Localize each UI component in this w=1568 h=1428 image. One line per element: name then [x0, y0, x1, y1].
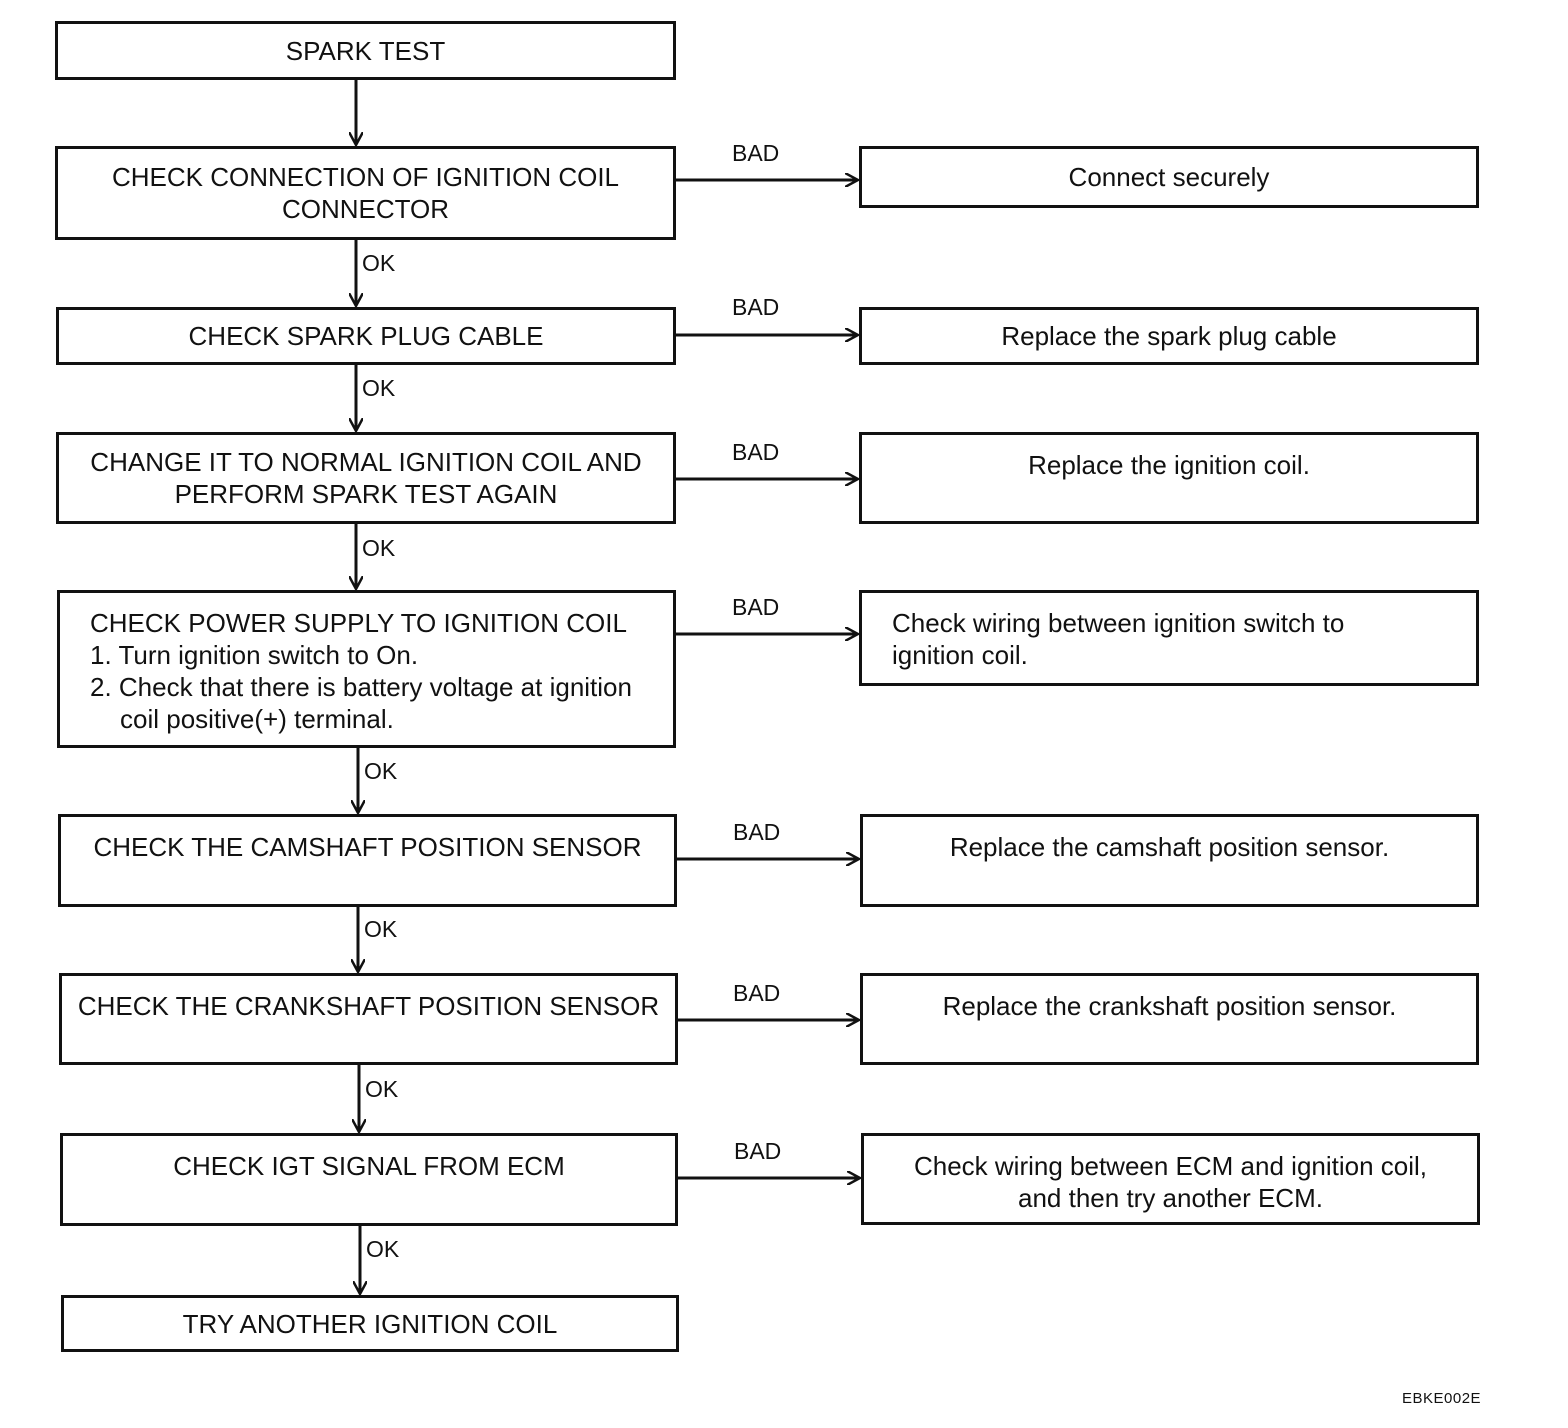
remedy-text: Replace the crankshaft position sensor. — [942, 991, 1397, 1021]
step-check-camshaft-sensor: CHECK THE CAMSHAFT POSITION SENSOR — [58, 814, 677, 907]
remedy-replace-coil: Replace the ignition coil. — [859, 432, 1479, 524]
step-try-another-coil: TRY ANOTHER IGNITION COIL — [61, 1295, 679, 1352]
step-change-ignition-coil: CHANGE IT TO NORMAL IGNITION COIL AND PE… — [56, 432, 676, 524]
step-text: CHANGE IT TO NORMAL IGNITION COIL AND — [90, 447, 642, 477]
ok-label: OK — [362, 250, 396, 276]
bad-label: BAD — [732, 140, 780, 166]
step-text: CHECK SPARK PLUG CABLE — [188, 321, 544, 351]
bad-label: BAD — [734, 1138, 782, 1164]
remedy-replace-cable: Replace the spark plug cable — [859, 307, 1479, 365]
ok-label: OK — [364, 916, 398, 942]
step-text: TRY ANOTHER IGNITION COIL — [182, 1308, 558, 1339]
step-check-connection: CHECK CONNECTION OF IGNITION COIL CONNEC… — [55, 146, 676, 240]
remedy-text: Check wiring between ECM and ignition co… — [913, 1151, 1428, 1181]
bad-label: BAD — [732, 439, 780, 465]
step-text: PERFORM SPARK TEST AGAIN — [174, 479, 558, 509]
step-substep-2: 2. Check that there is battery voltage a… — [90, 672, 632, 702]
step-check-spark-plug-cable: CHECK SPARK PLUG CABLE — [56, 307, 676, 365]
step-text: CHECK THE CAMSHAFT POSITION SENSOR — [93, 832, 642, 862]
step-check-igt-signal: CHECK IGT SIGNAL FROM ECM — [60, 1133, 678, 1226]
figure-code: EBKE002E — [1402, 1390, 1482, 1407]
remedy-connect-securely: Connect securely — [859, 146, 1479, 208]
remedy-replace-camshaft-sensor: Replace the camshaft position sensor. — [860, 814, 1479, 907]
step-substep-1: 1. Turn ignition switch to On. — [90, 640, 419, 670]
bad-label: BAD — [733, 980, 781, 1006]
ok-label: OK — [365, 1076, 399, 1102]
bad-label: BAD — [733, 819, 781, 845]
step-text: CHECK CONNECTION OF IGNITION COIL — [111, 162, 620, 192]
remedy-check-ecm-wiring: Check wiring between ECM and ignition co… — [861, 1133, 1480, 1225]
step-text: CHECK THE CRANKSHAFT POSITION SENSOR — [77, 991, 660, 1021]
remedy-text: ignition coil. — [892, 640, 1028, 670]
ok-label: OK — [364, 758, 398, 784]
step-check-power-supply: CHECK POWER SUPPLY TO IGNITION COIL 1. T… — [57, 590, 676, 748]
remedy-text: Replace the spark plug cable — [1001, 321, 1337, 351]
remedy-check-switch-wiring: Check wiring between ignition switch to … — [859, 590, 1479, 686]
step-substep-2-cont: coil positive(+) terminal. — [120, 704, 394, 734]
step-text: CONNECTOR — [281, 194, 450, 224]
ok-label: OK — [366, 1236, 400, 1262]
step-check-crankshaft-sensor: CHECK THE CRANKSHAFT POSITION SENSOR — [59, 973, 678, 1065]
remedy-text: and then try another ECM. — [1018, 1183, 1323, 1213]
remedy-text: Replace the camshaft position sensor. — [949, 832, 1390, 862]
ok-label: OK — [362, 535, 396, 561]
bad-label: BAD — [732, 294, 780, 320]
remedy-text: Replace the ignition coil. — [1028, 450, 1310, 480]
step-text: CHECK POWER SUPPLY TO IGNITION COIL — [90, 608, 627, 638]
step-text: CHECK IGT SIGNAL FROM ECM — [173, 1151, 565, 1181]
step-text: SPARK TEST — [285, 35, 446, 66]
bad-label: BAD — [732, 594, 780, 620]
step-spark-test: SPARK TEST — [55, 21, 676, 80]
ok-label: OK — [362, 375, 396, 401]
remedy-text: Connect securely — [1068, 162, 1270, 192]
remedy-replace-crankshaft-sensor: Replace the crankshaft position sensor. — [860, 973, 1479, 1065]
remedy-text: Check wiring between ignition switch to — [892, 608, 1345, 638]
